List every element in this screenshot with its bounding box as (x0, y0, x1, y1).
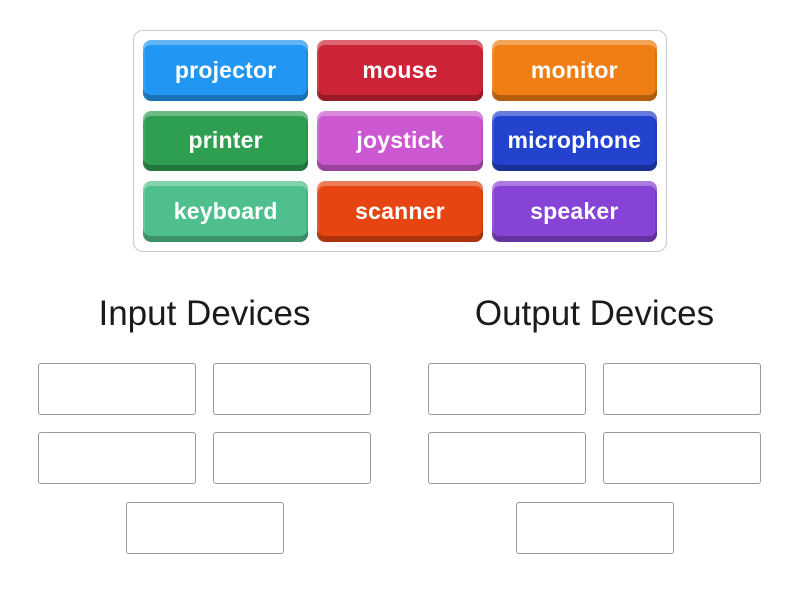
input-devices-slot-group (38, 363, 371, 555)
group-title-input-devices: Input Devices (98, 294, 311, 333)
word-tile-mouse[interactable]: mouse (317, 40, 483, 101)
word-tile-scanner[interactable]: scanner (317, 181, 483, 242)
drop-slot-input-devices-3[interactable] (38, 432, 196, 484)
word-tile-keyboard[interactable]: keyboard (143, 181, 309, 242)
drop-slot-output-devices-3[interactable] (428, 432, 586, 484)
word-tile-speaker[interactable]: speaker (491, 181, 657, 242)
drop-slot-output-devices-4[interactable] (603, 432, 761, 484)
drop-slot-input-devices-4[interactable] (213, 432, 371, 484)
drop-slot-output-devices-2[interactable] (603, 363, 761, 415)
drop-slot-output-devices-1[interactable] (428, 363, 586, 415)
word-tile-microphone[interactable]: microphone (491, 110, 657, 172)
word-tile-monitor[interactable]: monitor (491, 40, 657, 101)
word-tile-joystick[interactable]: joystick (317, 110, 483, 172)
word-tile-printer[interactable]: printer (143, 110, 309, 172)
output-devices-slot-group (428, 363, 761, 555)
group-title-output-devices: Output Devices (474, 294, 715, 333)
drop-slot-input-devices-2[interactable] (213, 363, 371, 415)
drop-slot-output-devices-5[interactable] (516, 502, 674, 554)
word-tile-projector[interactable]: projector (143, 40, 309, 101)
drop-slot-input-devices-5[interactable] (126, 502, 284, 554)
drop-slot-input-devices-1[interactable] (38, 363, 196, 415)
